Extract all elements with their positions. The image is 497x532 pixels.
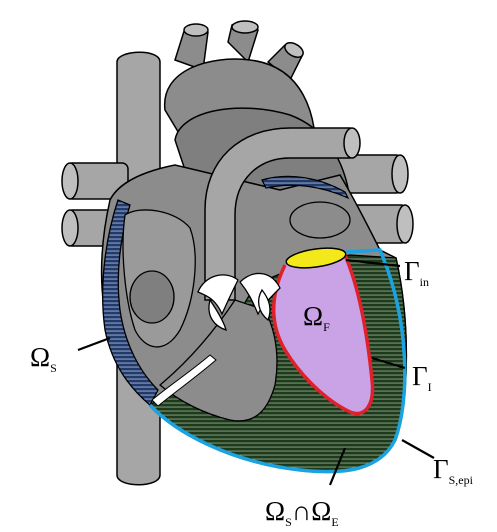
label-gamma-in: Γin xyxy=(404,256,429,289)
pulmonary-trunk-opening xyxy=(344,128,360,158)
label-omega-s: ΩS xyxy=(30,342,57,375)
leader-omega-s xyxy=(78,338,110,350)
label-omega-s-cap-omega-e: ΩS∩ΩE xyxy=(265,496,339,529)
leader-gamma-s-epi xyxy=(402,440,434,458)
label-gamma-i: ΓI xyxy=(412,361,432,394)
label-gamma-s-epi: ΓS,epi xyxy=(433,454,474,487)
